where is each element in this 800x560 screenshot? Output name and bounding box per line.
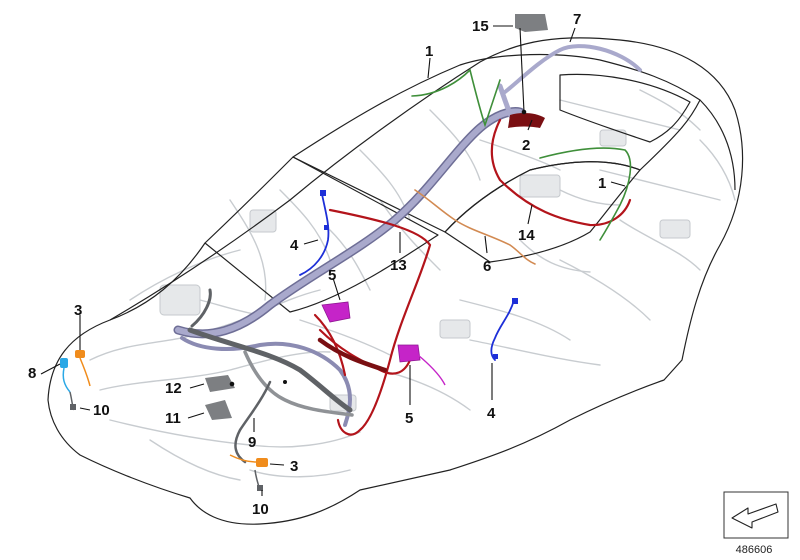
callout-3-rear: 3 — [290, 458, 298, 475]
blue-harness — [299, 193, 515, 361]
part-15-cap — [515, 14, 548, 32]
callout-1-upper: 1 — [425, 43, 433, 60]
connector-8 — [60, 358, 68, 368]
callout-4-front: 4 — [290, 237, 299, 254]
callout-7: 7 — [573, 11, 581, 28]
callout-11: 11 — [165, 410, 181, 427]
leader-lines — [40, 25, 626, 496]
orange-harness — [414, 189, 536, 265]
trunk-line — [699, 99, 736, 191]
magenta-connector-front — [321, 301, 351, 323]
hood-line — [109, 242, 206, 321]
body-silhouette — [47, 37, 744, 525]
rear-window-outline — [559, 73, 691, 143]
callout-14: 14 — [518, 227, 535, 244]
callout-8: 8 — [28, 365, 36, 382]
callout-4-rear: 4 — [487, 405, 496, 422]
front-right-connectors — [229, 454, 268, 491]
callout-10-front: 10 — [93, 402, 110, 419]
roof-outline — [292, 53, 701, 233]
red-harness — [313, 118, 632, 436]
direction-arrow-icon — [731, 503, 779, 529]
roof-module-part — [508, 113, 545, 128]
callout-5-rear: 5 — [405, 410, 413, 427]
callout-6: 6 — [483, 258, 491, 275]
magenta-connector-rear — [397, 344, 421, 363]
connector-10-rear — [257, 485, 263, 491]
callout-5-front: 5 — [328, 267, 336, 284]
callout-12: 12 — [165, 380, 182, 397]
callout-1-right: 1 — [598, 175, 606, 192]
connector-3-rear — [256, 458, 268, 467]
callout-10-rear: 10 — [252, 501, 269, 518]
diagram-reference-number: 486606 — [736, 544, 773, 556]
windshield-outline — [204, 156, 439, 313]
connector-3-front — [75, 350, 85, 358]
main-harness — [173, 44, 642, 427]
part-11-bracket — [205, 400, 232, 420]
part-brackets — [205, 375, 235, 420]
callout-labels: 1 1 2 3 3 4 4 5 5 6 7 8 9 10 10 11 12 13… — [28, 11, 606, 518]
blue-connectors — [320, 190, 518, 359]
front-left-connectors — [60, 350, 91, 411]
leader-dots — [229, 109, 527, 387]
red-harness-bundle — [317, 337, 388, 373]
callout-9: 9 — [248, 434, 256, 451]
car-body-outline — [47, 37, 744, 525]
callout-3-front: 3 — [74, 302, 82, 319]
magenta-wire — [417, 354, 446, 386]
magenta-harness — [321, 301, 421, 363]
callout-15: 15 — [472, 18, 489, 35]
part-12-bracket — [205, 375, 235, 392]
orientation-arrow-box — [723, 491, 789, 539]
callout-2: 2 — [522, 137, 530, 154]
green-harness — [411, 68, 632, 241]
connector-10-front — [70, 404, 76, 410]
engine-harness — [187, 288, 354, 464]
callout-13: 13 — [390, 257, 407, 274]
